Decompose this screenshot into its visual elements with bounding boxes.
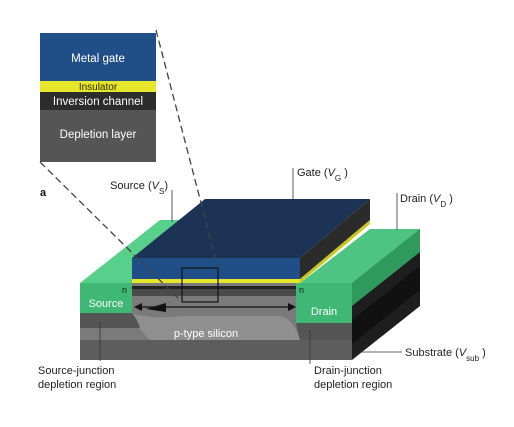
inset-insulator-label: Insulator — [79, 82, 118, 93]
drain-top-face — [300, 229, 420, 283]
depletion-under-gate — [132, 288, 296, 296]
source-terminal-label: Source (VS) — [110, 180, 168, 196]
gate-side-insulator — [300, 220, 370, 283]
p-type-region — [130, 313, 300, 340]
channel-arrow-left-head — [134, 303, 142, 311]
drain-front-block — [296, 283, 352, 323]
gate-side-face — [300, 199, 370, 279]
inset-depletion-layer — [40, 110, 156, 162]
channel-arrow-right-head — [288, 303, 296, 311]
gate-insulator-strip — [132, 279, 300, 283]
inversion-channel-strip — [132, 286, 296, 289]
inset-inversion-channel — [40, 92, 156, 110]
inset-depletion-layer-label: Depletion layer — [60, 129, 137, 141]
source-depletion-edge — [80, 313, 140, 328]
source-tip-mark — [146, 303, 166, 312]
inset-insulator — [40, 81, 156, 92]
inset-metal-gate-label: Metal gate — [71, 53, 125, 65]
source-region-label: Source — [89, 298, 124, 310]
substrate-side-band — [352, 266, 420, 344]
drain-side-face — [352, 229, 420, 306]
source-front-block — [80, 283, 132, 313]
drain-depletion-edge — [296, 323, 352, 340]
inset-metal-gate — [40, 33, 156, 81]
p-type-label: p-type silicon — [174, 328, 238, 340]
inset-inversion-channel-label: Inversion channel — [53, 96, 143, 108]
drain-region-label: Drain — [311, 306, 337, 318]
gate-top-face — [132, 199, 370, 258]
drain-depletion-label-line1: Drain-junction — [314, 365, 382, 377]
drain-depletion-label-line2: depletion region — [314, 379, 392, 391]
substrate-terminal-label: Substrate (Vsub ) — [405, 347, 486, 363]
zoom-line-right — [155, 29, 219, 269]
panel-letter: a — [40, 187, 47, 199]
zoom-line-left — [39, 161, 183, 303]
source-depletion-label-line2: depletion region — [38, 379, 116, 391]
n-label-left: n — [122, 285, 127, 295]
gate-terminal-label: Gate (VG ) — [297, 167, 348, 183]
source-depletion-label-line1: Source-junction — [38, 365, 114, 377]
substrate-front-lower — [80, 340, 352, 360]
drain-terminal-label: Drain (VD ) — [400, 193, 453, 209]
zoom-box — [181, 267, 219, 303]
n-label-right: n — [299, 285, 304, 295]
